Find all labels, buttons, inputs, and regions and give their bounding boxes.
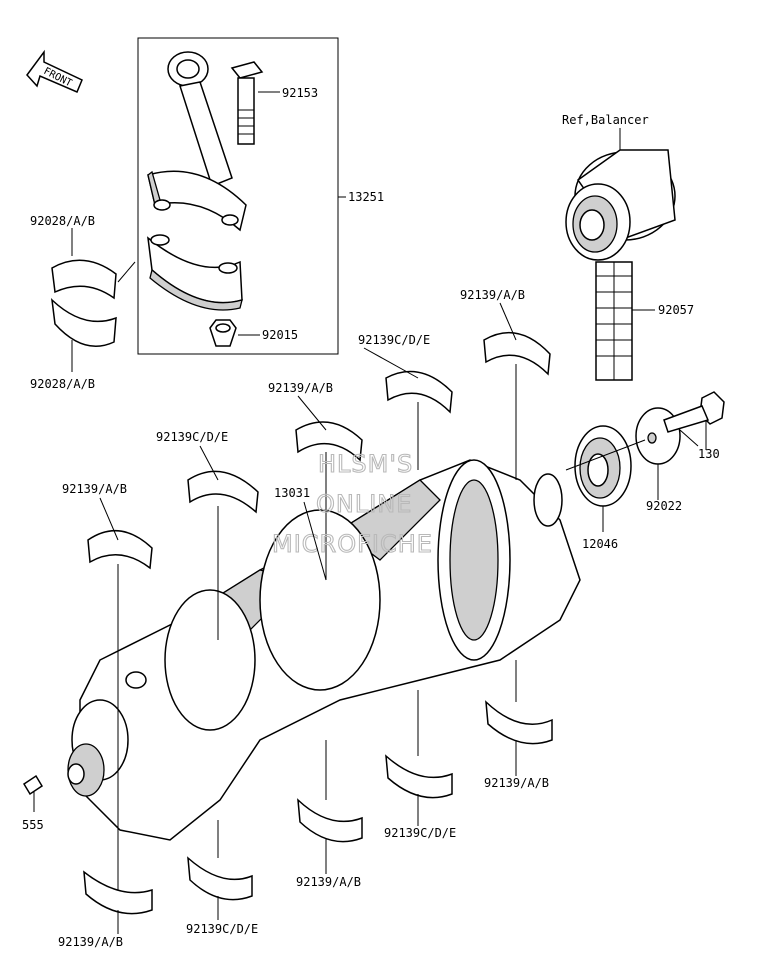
label-92139-3: 92139/A/B bbox=[62, 482, 127, 496]
watermark-line-1: HLSM'S bbox=[318, 450, 413, 478]
label-92139-4: 92139/A/B bbox=[484, 776, 549, 790]
conrod-bearing-lower-part bbox=[50, 298, 117, 372]
watermark-line-2: ONLINE bbox=[316, 490, 412, 518]
bolt-part bbox=[663, 391, 725, 450]
main-bearing-upper-4-part bbox=[385, 370, 453, 470]
label-92015: 92015 bbox=[262, 328, 298, 342]
main-bearing-lower-1-part bbox=[83, 870, 153, 915]
label-92139cde-2: 92139C/D/E bbox=[156, 430, 228, 444]
label-92139cde-1: 92139C/D/E bbox=[358, 333, 430, 347]
crank-gear-part bbox=[565, 425, 646, 532]
label-92057: 92057 bbox=[658, 303, 694, 317]
conrod-bearing-upper-part bbox=[51, 228, 136, 300]
main-bearing-upper-2-part bbox=[187, 470, 259, 640]
label-12046: 12046 bbox=[582, 537, 618, 551]
conrod-nut-part bbox=[209, 319, 260, 347]
label-13031: 13031 bbox=[274, 486, 310, 500]
main-bearing-upper-3-part bbox=[295, 421, 363, 580]
main-bearing-upper-1-part bbox=[87, 529, 153, 890]
ref-balancer-label: Ref,Balancer bbox=[562, 113, 649, 127]
balancer-chain-part bbox=[595, 261, 655, 381]
main-bearing-upper-5-part bbox=[483, 331, 551, 480]
front-arrow-icon: FRONT bbox=[26, 49, 83, 93]
main-bearing-lower-2-part bbox=[187, 820, 253, 901]
label-92139-1: 92139/A/B bbox=[460, 288, 525, 302]
label-555: 555 bbox=[22, 818, 44, 832]
label-130: 130 bbox=[698, 447, 720, 461]
main-bearing-lower-3-part bbox=[297, 740, 363, 843]
watermark: HLSM'S ONLINE MICROFICHE bbox=[271, 449, 433, 558]
label-92139-5: 92139/A/B bbox=[296, 875, 361, 889]
label-92028-bottom: 92028/A/B bbox=[30, 377, 95, 391]
label-92022: 92022 bbox=[646, 499, 682, 513]
main-bearing-lower-5-part bbox=[485, 660, 553, 745]
conrod-bolt-part bbox=[230, 61, 280, 145]
watermark-line-3: MICROFICHE bbox=[272, 530, 433, 558]
dowel-pin-part bbox=[22, 774, 44, 812]
balancer-gear-part bbox=[565, 128, 676, 261]
main-bearing-lower-4-part bbox=[385, 690, 453, 799]
label-92139cde-4: 92139C/D/E bbox=[186, 922, 258, 936]
label-92153: 92153 bbox=[282, 86, 318, 100]
label-92139cde-3: 92139C/D/E bbox=[384, 826, 456, 840]
connecting-rod-part bbox=[147, 51, 247, 232]
conrod-assembly-box bbox=[137, 37, 339, 355]
label-92139-6: 92139/A/B bbox=[58, 935, 123, 949]
conrod-cap-part bbox=[147, 234, 243, 311]
label-92139-2: 92139/A/B bbox=[268, 381, 333, 395]
label-13251: 13251 bbox=[348, 190, 384, 204]
label-92028-top: 92028/A/B bbox=[30, 214, 95, 228]
crankshaft-part bbox=[67, 459, 581, 841]
